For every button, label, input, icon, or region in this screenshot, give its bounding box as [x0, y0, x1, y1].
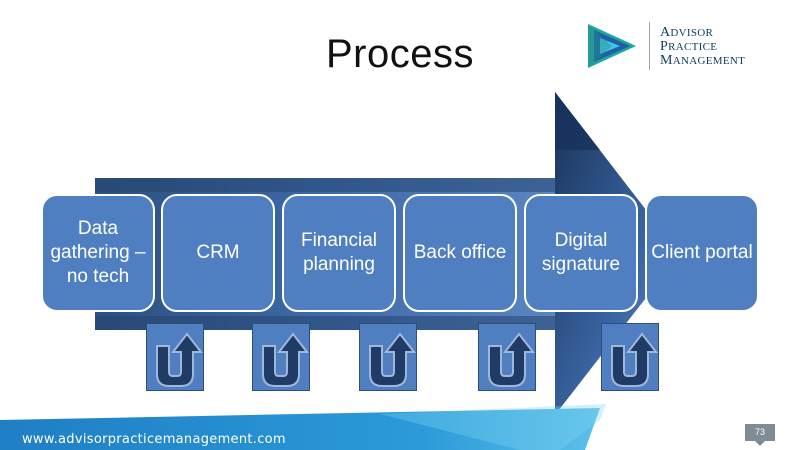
company-logo: ADVISOR PRACTICE MANAGEMENT	[586, 18, 786, 78]
u-turn-arrow-icon	[478, 323, 536, 391]
u-turn-arrow-icon	[359, 323, 417, 391]
step-financial-planning: Financial planning	[282, 194, 396, 312]
u-turn-arrow-icon	[146, 323, 204, 391]
step-back-office: Back office	[403, 194, 517, 312]
step-crm: CRM	[161, 194, 275, 312]
step-digital-signature: Digital signature	[524, 194, 638, 312]
slide-title: Process	[326, 32, 474, 76]
step-data-gathering: Data gathering – no tech	[41, 194, 155, 312]
footer-band	[0, 404, 606, 450]
page-number-pointer	[755, 441, 765, 446]
logo-divider	[649, 22, 650, 70]
page-number: 73	[745, 424, 775, 441]
u-turn-arrow-icon	[601, 323, 659, 391]
footer-website-url[interactable]: www.advisorpracticemanagement.com	[22, 432, 286, 447]
u-turn-arrow-icon	[252, 323, 310, 391]
triangle-arrow-logo-icon	[588, 24, 636, 68]
logo-wordmark: ADVISOR PRACTICE MANAGEMENT	[660, 25, 746, 68]
step-client-portal: Client portal	[645, 194, 759, 312]
